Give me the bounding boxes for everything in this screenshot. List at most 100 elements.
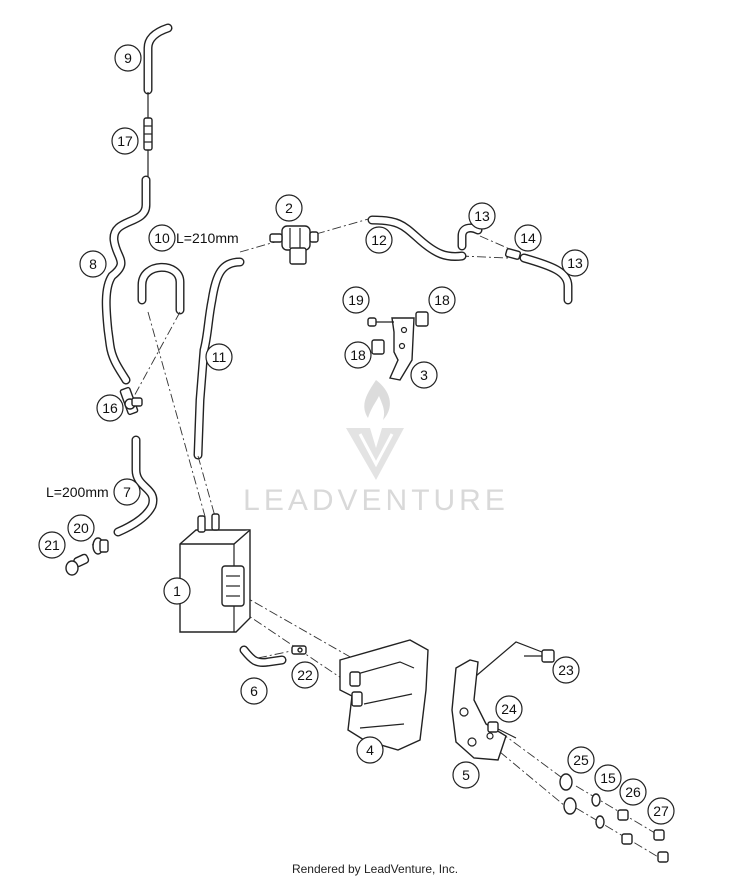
leader-13-14 [479,235,513,251]
callout-21: 21 [38,531,66,559]
grommet-25-b [563,797,577,815]
washer-15-b [595,815,605,829]
nut-26-a [617,809,629,821]
svg-text:16: 16 [102,400,118,416]
callout-27: 27 [647,797,675,825]
callout-5: 5 [452,761,480,789]
svg-text:26: 26 [625,784,641,800]
nut-18-upper [415,311,429,327]
connector-14 [504,248,522,260]
callout-4: 4 [356,736,384,764]
valve-21 [65,553,90,576]
svg-text:4: 4 [366,742,374,758]
svg-text:23: 23 [558,662,574,678]
svg-text:21: 21 [44,537,60,553]
svg-text:11: 11 [212,349,227,365]
svg-text:3: 3 [420,367,428,383]
leader-26-27 [575,785,661,837]
nut-18-lower [371,339,385,355]
hose-8 [101,175,151,385]
callout-8: 8 [79,250,107,278]
svg-text:2: 2 [285,200,293,216]
hose-9 [143,23,173,95]
callout-7: 7 [113,478,141,506]
bracket-5 [451,659,507,761]
callout-13-right: 13 [561,249,589,277]
callout-23: 23 [552,656,580,684]
svg-text:7: 7 [123,484,131,500]
svg-text:19: 19 [348,292,364,308]
callout-16: 16 [96,394,124,422]
bolt-23 [524,649,555,663]
length-label-hose-10: L=210mm [176,230,239,246]
hose-7 [113,435,158,537]
clip-20 [92,537,109,555]
callout-10: 10 [148,224,176,252]
connector-17 [143,117,153,151]
leader-canister-bracket-a [239,593,353,659]
svg-text:27: 27 [653,803,669,819]
svg-text:14: 14 [520,230,536,246]
svg-text:22: 22 [297,667,313,683]
callout-6: 6 [240,677,268,705]
svg-text:15: 15 [600,770,616,786]
svg-text:5: 5 [462,767,470,783]
callout-26: 26 [619,778,647,806]
leader-12-14 [459,255,509,259]
length-label-hose-7: L=200mm [46,484,109,500]
svg-text:20: 20 [73,520,89,536]
washer-15-a [591,793,601,807]
nut-26-b [621,833,633,845]
screw-19 [367,317,394,327]
callout-13-upper: 13 [468,202,496,230]
callout-9: 9 [114,44,142,72]
callout-20: 20 [67,514,95,542]
callout-24: 24 [495,695,523,723]
svg-text:13: 13 [474,208,490,224]
bracket-4 [339,639,429,751]
charcoal-canister-1 [179,513,251,633]
callout-11: 11 [205,343,233,371]
leader-11-canister [197,455,217,521]
svg-text:18: 18 [434,292,450,308]
callout-25: 25 [567,746,595,774]
watermark-text: LEADVENTURE [243,484,509,517]
bracket-3 [389,317,415,381]
callout-1: 1 [163,577,191,605]
svg-text:1: 1 [173,583,181,599]
svg-text:18: 18 [350,347,366,363]
leadventure-flame-logo-icon [346,380,404,480]
purge-valve-2 [269,225,319,265]
svg-text:6: 6 [250,683,258,699]
leader-5-25b [499,751,566,807]
svg-text:13: 13 [567,255,583,271]
svg-text:10: 10 [154,230,170,246]
callout-14: 14 [514,224,542,252]
connector-16 [119,386,143,416]
leader-10-16 [131,311,181,401]
grommet-25-a [559,773,573,791]
svg-text:24: 24 [501,701,517,717]
hose-12 [367,215,467,261]
hose-10 [137,262,185,315]
callout-18-left: 18 [344,341,372,369]
fitting-22 [291,645,307,655]
svg-text:17: 17 [117,133,133,149]
leader-valve-12 [315,217,373,235]
leader-5-25 [499,731,566,781]
leader-6-22 [257,649,297,659]
callout-12: 12 [365,226,393,254]
bolt-27-a [653,829,665,841]
hose-11 [193,257,245,460]
footer-credit: Rendered by LeadVenture, Inc. [291,862,459,876]
bolt-24 [487,721,517,739]
callout-15: 15 [594,764,622,792]
leader-27-bolt [575,807,661,859]
hose-13-short [457,223,483,251]
svg-text:25: 25 [573,752,589,768]
leader-23 [475,641,543,677]
svg-text:8: 8 [89,256,97,272]
hose-13-right [519,253,573,305]
callout-19: 19 [342,286,370,314]
